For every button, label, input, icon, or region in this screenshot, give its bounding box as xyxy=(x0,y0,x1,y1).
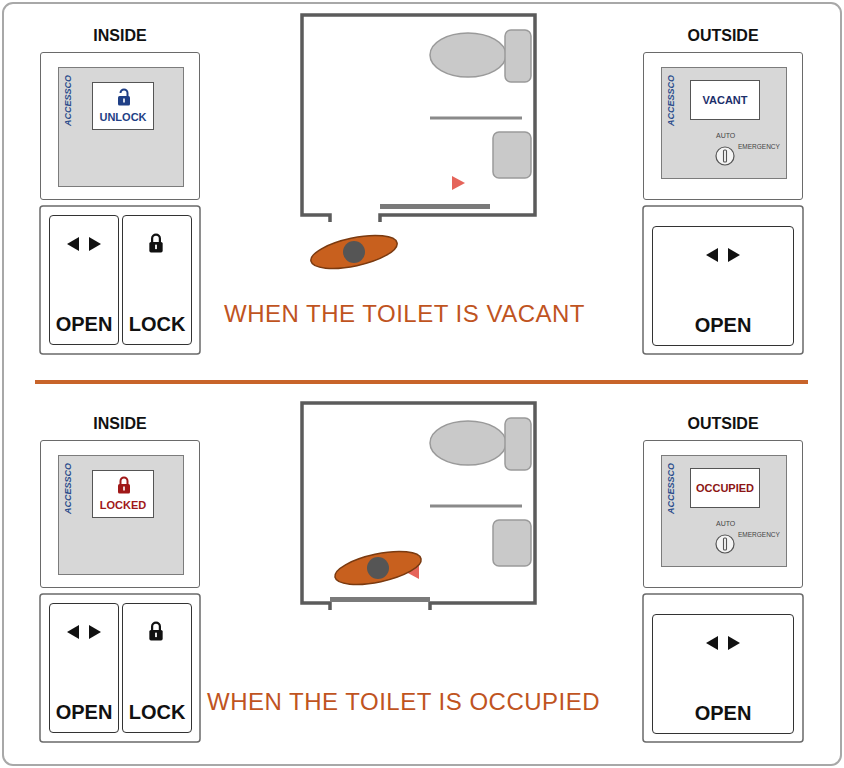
button-label: LOCK xyxy=(129,314,186,334)
key-switch xyxy=(715,146,735,166)
button-label: LOCK xyxy=(129,702,186,722)
status-text: OCCUPIED xyxy=(696,483,754,494)
panel-heading: OUTSIDE xyxy=(687,416,758,432)
lock-button: LOCK xyxy=(122,215,192,345)
floor-plan xyxy=(302,403,535,610)
icon xyxy=(715,534,735,554)
brand-logo: ACCESSCO xyxy=(64,463,73,514)
brand-logo: ACCESSCO xyxy=(667,463,676,514)
lock-button: LOCK xyxy=(122,603,192,733)
open-button: OPEN xyxy=(652,614,794,734)
open-button: OPEN xyxy=(652,226,794,346)
status-display: LOCKED xyxy=(92,470,154,518)
switch-label: EMERGENCY xyxy=(738,532,780,539)
slide-arrows-icon xyxy=(67,624,101,640)
icon xyxy=(148,621,164,641)
switch-label: AUTO xyxy=(716,520,735,527)
lock-icon xyxy=(117,476,131,494)
indicator-frame: OUTSIDEACCESSCOAUTOEMERGENCYOCCUPIED xyxy=(643,440,803,588)
open-button: OPEN xyxy=(49,603,119,733)
key-switch xyxy=(715,534,735,554)
status-text: VACANT xyxy=(702,95,747,106)
icon xyxy=(117,476,131,494)
lock-icon xyxy=(117,88,131,106)
button-panel xyxy=(40,206,200,354)
state-caption: WHEN THE TOILET IS VACANT xyxy=(224,302,585,326)
slide-arrows-icon xyxy=(706,247,740,263)
button-panel xyxy=(40,594,200,742)
icon xyxy=(117,88,131,106)
icon xyxy=(148,233,164,253)
icon xyxy=(706,635,740,651)
lock-plate: ACCESSCO UNLOCK xyxy=(58,67,184,187)
indicator-frame: INSIDEACCESSCOUNLOCK xyxy=(40,52,200,200)
icon xyxy=(67,624,101,640)
icon xyxy=(706,247,740,263)
button-panel xyxy=(643,206,803,354)
outer-border xyxy=(3,3,841,765)
switch-label: EMERGENCY xyxy=(738,144,780,151)
button-panel xyxy=(643,594,803,742)
button-label: OPEN xyxy=(695,703,752,723)
indicator-frame: INSIDEACCESSCOLOCKED xyxy=(40,440,200,588)
lock-plate: ACCESSCO AUTOEMERGENCY OCCUPIED xyxy=(661,455,787,567)
indicator-frame: OUTSIDEACCESSCOAUTOEMERGENCYVACANT xyxy=(643,52,803,200)
divider xyxy=(35,380,808,384)
status-display: UNLOCK xyxy=(92,82,154,130)
status-display: OCCUPIED xyxy=(690,468,760,508)
lock-plate: ACCESSCO AUTOEMERGENCY VACANT xyxy=(661,67,787,179)
brand-logo: ACCESSCO xyxy=(667,75,676,126)
button-label: OPEN xyxy=(695,315,752,335)
status-text: LOCKED xyxy=(100,500,146,511)
floor-plan xyxy=(302,15,535,275)
button-label: OPEN xyxy=(56,314,113,334)
button-label: OPEN xyxy=(56,702,113,722)
state-caption: WHEN THE TOILET IS OCCUPIED xyxy=(207,690,600,714)
panel-heading: OUTSIDE xyxy=(687,28,758,44)
status-display: VACANT xyxy=(690,80,760,120)
icon xyxy=(67,236,101,252)
status-text: UNLOCK xyxy=(99,112,146,123)
panel-heading: INSIDE xyxy=(93,416,146,432)
lock-plate: ACCESSCO LOCKED xyxy=(58,455,184,575)
icon xyxy=(715,146,735,166)
slide-arrows-icon xyxy=(67,236,101,252)
lock-icon xyxy=(148,621,164,641)
switch-label: AUTO xyxy=(716,132,735,139)
open-button: OPEN xyxy=(49,215,119,345)
slide-arrows-icon xyxy=(706,635,740,651)
panel-heading: INSIDE xyxy=(93,28,146,44)
brand-logo: ACCESSCO xyxy=(64,75,73,126)
lock-icon xyxy=(148,233,164,253)
